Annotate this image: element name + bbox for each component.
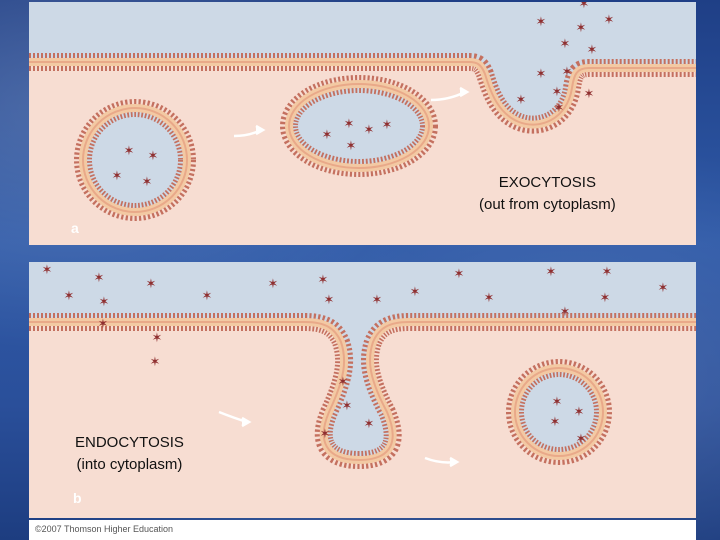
svg-text:✶: ✶ [552,85,563,100]
endocytosis-panel: ✶ ✶ ✶ ✶ ✶ ✶ ✶ ✶ ✶ ✶ ✶ ✶ ✶ ✶ ✶ ✶ ✶ ✶ ✶ ✶ ✶ ✶ ✶ ✶ ✶ ✶ ✶ ✶ ✶ b EN… [29,262,696,518]
svg-text:✶: ✶ [142,175,153,190]
svg-text:✶: ✶ [382,118,393,133]
svg-text:✶: ✶ [146,277,157,292]
svg-text:✶: ✶ [604,13,615,28]
svg-text:✶: ✶ [202,289,213,304]
endocytosis-label: ENDOCYTOSIS (into cytoplasm) [75,432,184,476]
svg-text:✶: ✶ [550,415,561,430]
endocytosis-subtitle: (into cytoplasm) [76,456,183,473]
svg-text:✶: ✶ [150,355,161,370]
svg-text:✶: ✶ [364,417,375,432]
panel-letter-b: b [73,490,82,506]
svg-text:✶: ✶ [124,144,135,159]
svg-text:✶: ✶ [546,265,557,280]
svg-text:✶: ✶ [318,273,329,288]
svg-text:✶: ✶ [346,139,357,154]
svg-text:✶: ✶ [560,305,571,320]
svg-text:✶: ✶ [410,285,421,300]
svg-text:✶: ✶ [372,293,383,308]
vesicle-endocytic [506,359,612,465]
exocytosis-panel: ✶✶✶✶ ✶✶✶✶✶ ✶✶✶✶✶ ✶✶✶✶✶ ✶✶ a EXOCYTOSIS (… [29,2,696,245]
svg-text:✶: ✶ [148,149,159,164]
endocytosis-title: ENDOCYTOSIS [75,434,184,451]
svg-text:✶: ✶ [562,65,573,80]
svg-text:✶: ✶ [364,123,375,138]
svg-text:✶: ✶ [322,128,333,143]
svg-text:✶: ✶ [342,399,353,414]
molecule-icon: ✶✶✶✶ ✶✶✶✶✶ ✶✶✶✶✶ ✶✶✶✶✶ ✶✶ [112,2,615,190]
arrow-icon [233,86,470,138]
exocytosis-subtitle: (out from cytoplasm) [479,196,616,213]
svg-text:✶: ✶ [344,117,355,132]
exocytosis-label: EXOCYTOSIS (out from cytoplasm) [479,172,616,216]
svg-text:✶: ✶ [579,2,590,12]
svg-text:✶: ✶ [600,291,611,306]
arrow-icon [218,410,460,468]
svg-text:✶: ✶ [268,277,279,292]
copyright-text: ©2007 Thomson Higher Education [35,524,174,534]
svg-text:✶: ✶ [42,263,53,278]
svg-text:✶: ✶ [536,15,547,30]
svg-text:✶: ✶ [98,317,109,332]
svg-text:✶: ✶ [554,101,565,116]
svg-text:✶: ✶ [320,427,331,442]
svg-text:✶: ✶ [152,331,163,346]
svg-text:✶: ✶ [484,291,495,306]
svg-text:✶: ✶ [516,93,527,108]
svg-text:✶: ✶ [552,395,563,410]
exocytosis-title: EXOCYTOSIS [498,174,596,191]
svg-text:✶: ✶ [324,293,335,308]
svg-text:✶: ✶ [576,21,587,36]
copyright-strip: ©2007 Thomson Higher Education [29,520,696,540]
svg-text:✶: ✶ [658,281,669,296]
extracellular-region [29,2,696,125]
panel-letter-a: a [71,220,79,236]
vesicle-fusing [280,75,438,177]
svg-text:✶: ✶ [94,271,105,286]
svg-text:✶: ✶ [574,405,585,420]
svg-text:✶: ✶ [99,295,110,310]
svg-text:✶: ✶ [338,375,349,390]
endocytosis-diagram: ✶ ✶ ✶ ✶ ✶ ✶ ✶ ✶ ✶ ✶ ✶ ✶ ✶ ✶ ✶ ✶ ✶ ✶ ✶ ✶ ✶ ✶ ✶ ✶ ✶ ✶ ✶ ✶ ✶ [29,262,696,470]
exocytosis-diagram: ✶✶✶✶ ✶✶✶✶✶ ✶✶✶✶✶ ✶✶✶✶✶ ✶✶ [29,2,696,221]
vesicle-left [74,99,196,221]
extracellular-region [29,262,696,460]
svg-text:✶: ✶ [64,289,75,304]
svg-text:✶: ✶ [112,169,123,184]
svg-text:✶: ✶ [576,432,587,447]
molecule-icon: ✶ ✶ ✶ ✶ ✶ ✶ ✶ ✶ ✶ ✶ ✶ ✶ ✶ ✶ ✶ ✶ ✶ ✶ ✶ ✶ ✶ ✶ ✶ ✶ ✶ ✶ ✶ ✶ ✶ [42,263,669,447]
svg-text:✶: ✶ [454,267,465,282]
svg-text:✶: ✶ [560,37,571,52]
svg-text:✶: ✶ [536,67,547,82]
svg-text:✶: ✶ [587,43,598,58]
svg-text:✶: ✶ [602,265,613,280]
svg-text:✶: ✶ [584,87,595,102]
